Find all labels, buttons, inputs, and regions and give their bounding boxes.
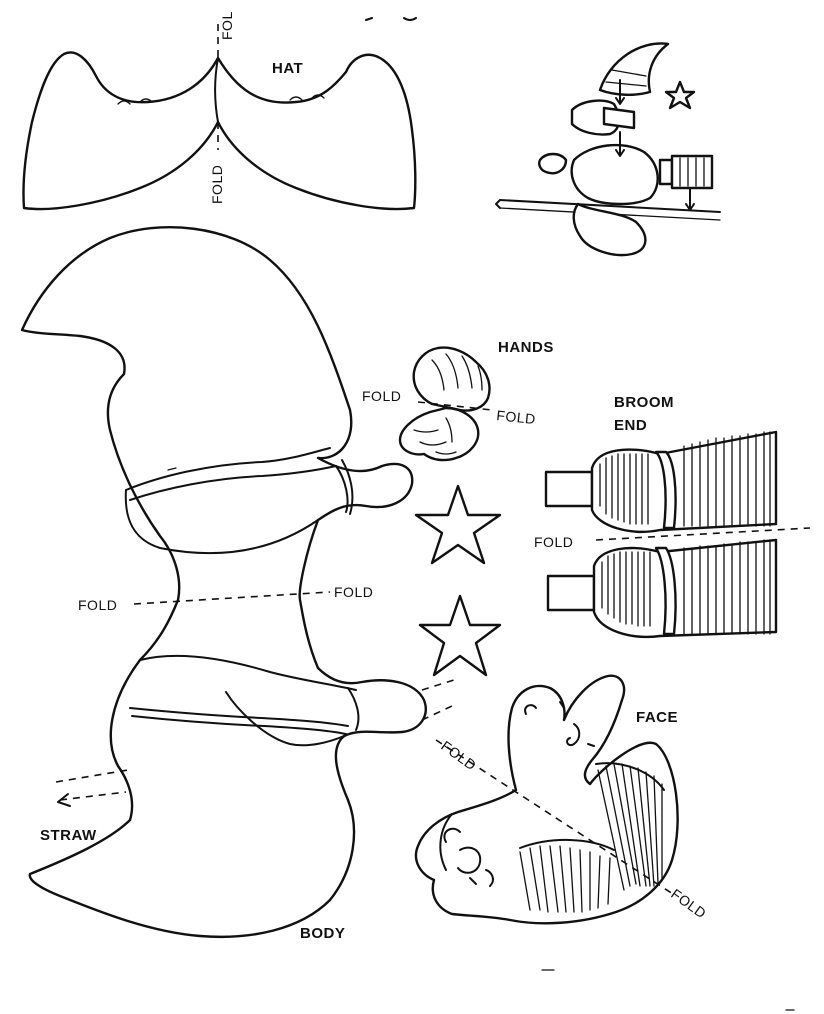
broom-end-label-line2: END [614, 417, 647, 434]
face-piece [414, 674, 679, 925]
broom-fold-label: FOLD [534, 534, 573, 550]
assembly-illustration [495, 42, 721, 257]
mini-star-icon [664, 80, 696, 110]
body-fold-line [133, 591, 331, 605]
hat-label: HAT [272, 60, 303, 77]
broomstick-line [499, 199, 721, 213]
body-piece [20, 225, 427, 939]
broom-end-piece-top [544, 430, 778, 533]
broom-end-piece-bottom [546, 538, 778, 639]
hands-fold-label-right: FOLD [496, 407, 537, 427]
broom-end-label-line1: BROOM [614, 394, 674, 411]
straw-label: STRAW [40, 827, 97, 844]
face-label: FACE [636, 709, 678, 726]
stray-mark [365, 17, 417, 21]
face-fold-label-top: FOLD [438, 737, 479, 773]
body-fold-label-left: FOLD [78, 597, 117, 613]
star-icon [418, 594, 502, 677]
straw-slit-line [55, 769, 129, 783]
body-label: BODY [300, 925, 345, 942]
hands-label: HANDS [498, 339, 554, 356]
star-icon [414, 484, 502, 565]
hat-fold-label-bottom: FOLD [209, 165, 225, 204]
body-fold-label-right: FOLD [334, 584, 373, 600]
hat-fold-label-top: FOL [219, 11, 235, 40]
hat-piece [22, 24, 417, 211]
face-fold-line [435, 739, 677, 897]
hands-piece [398, 346, 491, 462]
broom-fold-line [595, 527, 811, 541]
hands-fold-label-left: FOLD [362, 388, 401, 404]
face-fold-label-bottom: FOLD [668, 885, 709, 921]
